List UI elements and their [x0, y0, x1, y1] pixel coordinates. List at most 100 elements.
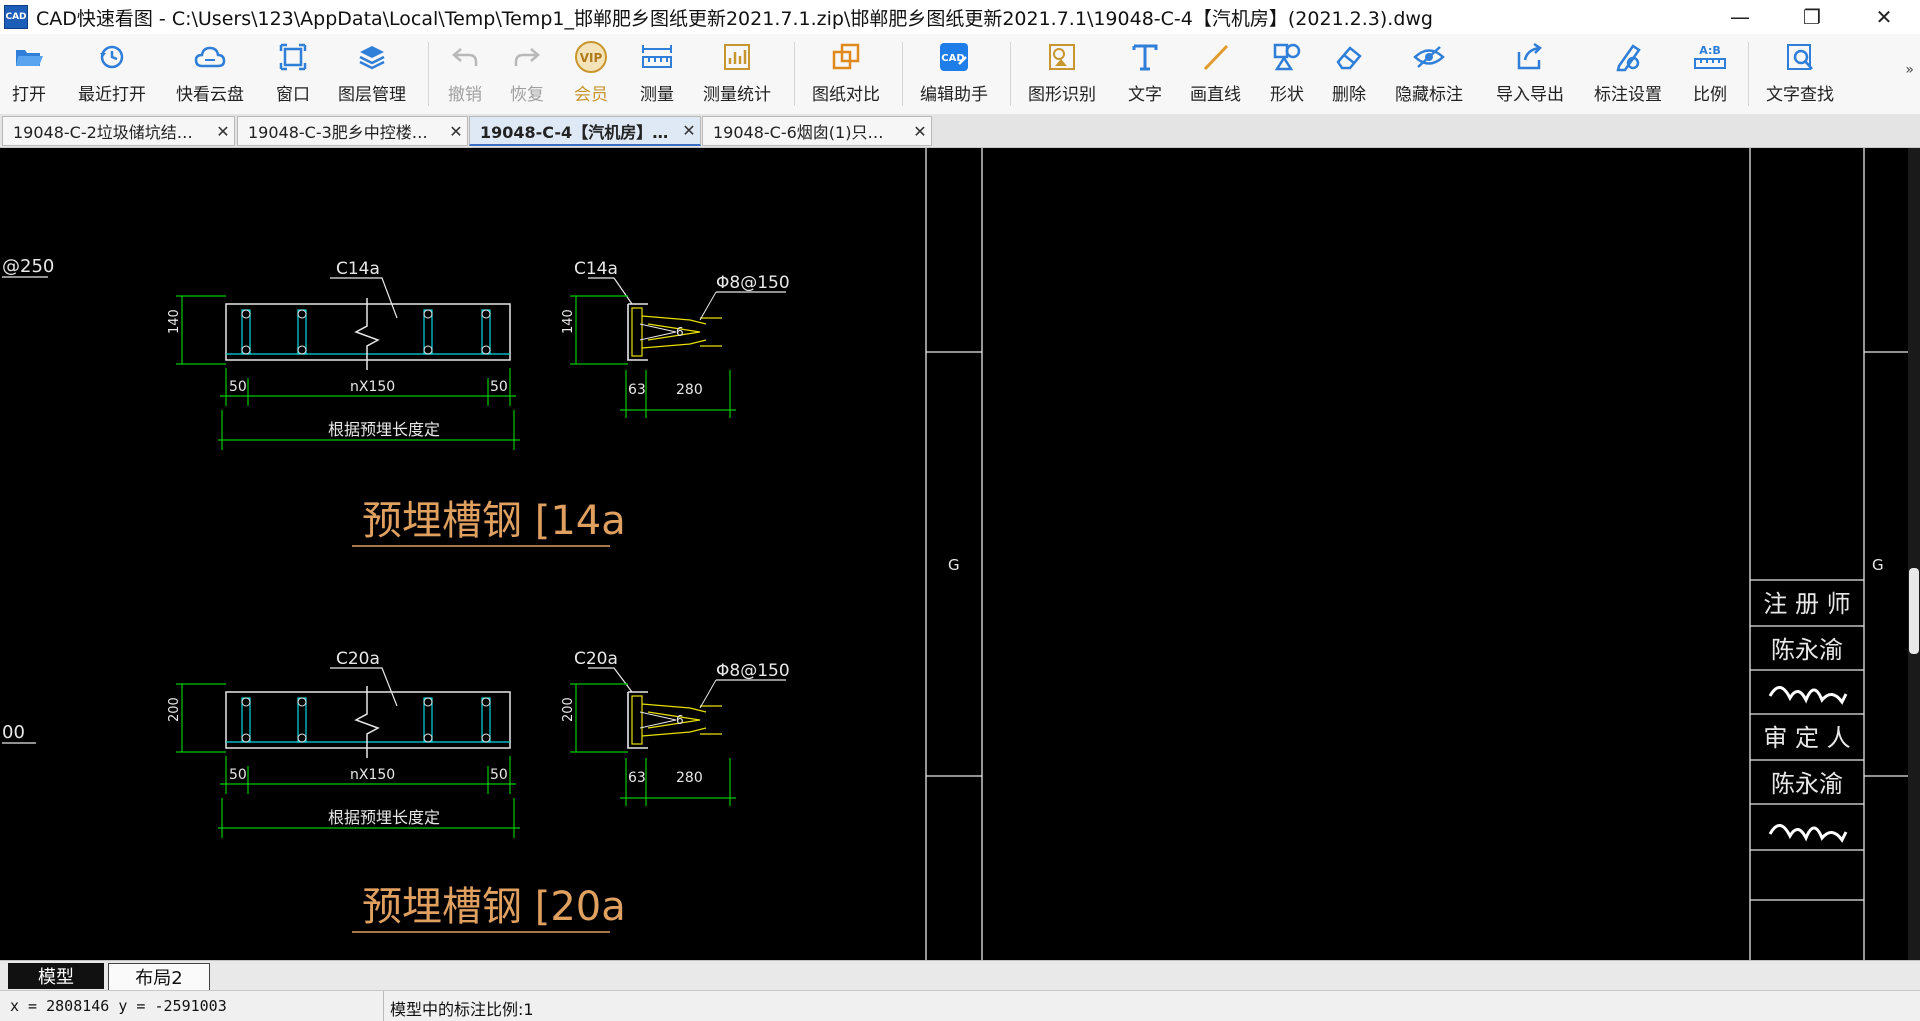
rebar-tag: Φ8@150 [716, 661, 790, 681]
side-number: 6 [676, 325, 684, 339]
close-icon[interactable]: ✕ [913, 121, 927, 141]
scale-ab-text: A:B [1699, 44, 1721, 57]
measure-stats-icon [720, 40, 754, 74]
scrollbar-thumb[interactable] [1909, 568, 1919, 654]
toolbar-more-button[interactable]: » [1905, 62, 1914, 78]
shape-recognize-button[interactable]: 图形识别 [1028, 40, 1096, 110]
open-button[interactable]: 打开 [12, 40, 46, 110]
cloud-disk-button[interactable]: 快看云盘 [176, 40, 244, 110]
drawing-canvas[interactable]: @250 C14a [0, 148, 1908, 960]
shapes-button[interactable]: 形状 [1270, 40, 1304, 110]
doc-tab-label: 19048-C-6烟囱(1)只… [713, 123, 884, 142]
side-dim-a: 63 [628, 770, 646, 786]
window-controls: — ❐ ✕ [1704, 0, 1920, 34]
close-button[interactable]: ✕ [1875, 5, 1893, 29]
doc-tab[interactable]: 19048-C-3肥乡中控楼… ✕ [237, 116, 468, 146]
title-block-cell: 审 定 人 [1763, 724, 1850, 752]
side-dim-height: 200 [561, 697, 576, 722]
dim-note: 根据预埋长度定 [328, 808, 440, 827]
restore-button[interactable]: ❐ [1803, 5, 1821, 29]
doc-tab[interactable]: 19048-C-2垃圾储坑结… ✕ [2, 116, 235, 146]
doc-tab-active[interactable]: 19048-C-4【汽机房】… ✕ [469, 116, 701, 146]
measure-button[interactable]: 测量 [640, 40, 674, 110]
import-export-icon [1513, 40, 1547, 74]
dim-right: 50 [490, 379, 508, 395]
text-search-button[interactable]: 文字查找 [1766, 40, 1834, 110]
layout-tab-bar: 模型 布局2 [0, 960, 1920, 991]
doc-tab-label: 19048-C-3肥乡中控楼… [248, 123, 428, 142]
status-divider [383, 991, 384, 1021]
main-toolbar: 打开 最近打开 快看云盘 窗口 图层管理 撤销 恢复 [0, 34, 1920, 115]
import-export-button[interactable]: 导入导出 [1496, 40, 1564, 110]
dim-middle: nX150 [350, 767, 395, 783]
eraser-icon [1332, 40, 1366, 74]
dim-height: 140 [167, 309, 182, 334]
toolbar-separator [902, 42, 903, 106]
detail-bottom: 00 C20a 200 [2, 649, 790, 933]
measure-stats-button[interactable]: 测量统计 [703, 40, 771, 110]
drawing-border [925, 148, 1908, 960]
document-tab-bar: 19048-C-2垃圾储坑结… ✕ 19048-C-3肥乡中控楼… ✕ 1904… [0, 114, 1920, 148]
status-bar: x = 2808146 y = -2591003 模型中的标注比例:1 [0, 990, 1920, 1021]
tab-model[interactable]: 模型 [8, 963, 104, 989]
cad-edit-icon: CAD [937, 40, 971, 74]
layer-manager-button[interactable]: 图层管理 [338, 40, 406, 110]
signature-mark [1768, 686, 1848, 705]
scale-button[interactable]: A:B 比例 [1693, 40, 1727, 110]
side-tag: C14a [574, 259, 618, 279]
layers-icon [355, 40, 389, 74]
vip-button[interactable]: VIP 会员 [574, 40, 608, 110]
window-title: CAD快速看图 - C:\Users\123\AppData\Local\Tem… [36, 7, 1433, 30]
dim-right: 50 [490, 767, 508, 783]
vertical-scrollbar[interactable] [1908, 148, 1920, 960]
side-tag: C20a [574, 649, 618, 669]
partial-label-left: 00 [2, 722, 25, 743]
side-dim-a: 63 [628, 382, 646, 398]
delete-button[interactable]: 删除 [1332, 40, 1366, 110]
folder-open-icon [12, 40, 46, 74]
eye-hide-icon [1412, 40, 1446, 74]
dim-middle: nX150 [350, 379, 395, 395]
text-search-icon [1783, 40, 1817, 74]
drawing-svg: @250 C14a [2, 148, 1908, 960]
annotation-settings-button[interactable]: 标注设置 [1594, 40, 1662, 110]
toolbar-separator [794, 42, 795, 106]
edit-assistant-button[interactable]: CAD 编辑助手 [920, 40, 988, 110]
side-number: 6 [676, 713, 684, 727]
cad-badge-text: CAD [941, 53, 964, 64]
coordinate-readout: x = 2808146 y = -2591003 [10, 997, 227, 1015]
compare-icon [829, 40, 863, 74]
channel-tag: C20a [336, 649, 380, 669]
window-icon [276, 40, 310, 74]
undo-button[interactable]: 撤销 [448, 40, 482, 110]
vip-badge-text: VIP [580, 51, 603, 65]
text-button[interactable]: 文字 [1128, 40, 1162, 110]
tab-layout2[interactable]: 布局2 [108, 963, 210, 991]
line-icon [1199, 40, 1233, 74]
draw-line-button[interactable]: 画直线 [1190, 40, 1241, 110]
close-icon[interactable]: ✕ [449, 121, 463, 141]
undo-icon [448, 40, 482, 74]
detail-title: 预埋槽钢 [20a [362, 884, 626, 930]
redo-button[interactable]: 恢复 [510, 40, 544, 110]
recent-clock-icon [95, 40, 129, 74]
toolbar-separator [1010, 42, 1011, 106]
close-icon[interactable]: ✕ [682, 121, 696, 140]
text-t-icon [1128, 40, 1162, 74]
window-button[interactable]: 窗口 [276, 40, 310, 110]
doc-tab-label: 19048-C-4【汽机房】… [480, 122, 669, 142]
close-icon[interactable]: ✕ [216, 121, 230, 141]
signature-mark [1768, 824, 1848, 843]
dim-left: 50 [229, 379, 247, 395]
title-block-cell: 陈永渝 [1771, 770, 1843, 798]
shape-recognize-icon [1045, 40, 1079, 74]
drawing-compare-button[interactable]: 图纸对比 [812, 40, 880, 110]
grid-label-left: G [948, 556, 960, 574]
scale-ab-icon: A:B [1693, 40, 1727, 74]
vip-icon: VIP [574, 40, 608, 74]
doc-tab[interactable]: 19048-C-6烟囱(1)只… ✕ [702, 116, 932, 146]
hide-annotation-button[interactable]: 隐藏标注 [1395, 40, 1463, 110]
minimize-button[interactable]: — [1730, 5, 1750, 29]
recent-open-button[interactable]: 最近打开 [78, 40, 146, 110]
doc-tab-label: 19048-C-2垃圾储坑结… [13, 123, 193, 142]
